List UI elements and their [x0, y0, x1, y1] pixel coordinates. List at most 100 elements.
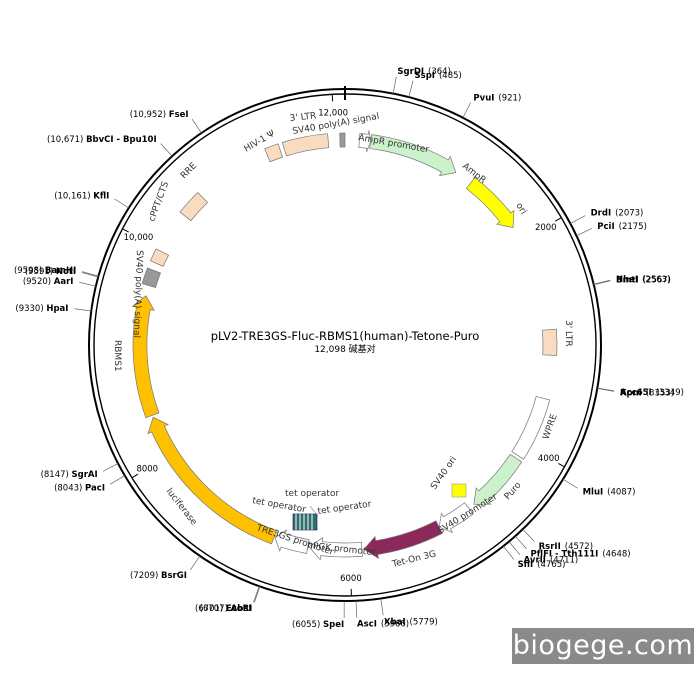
- site-label-2: PvuI(921): [473, 93, 521, 103]
- feature-tre3gs-promoter-9: [274, 529, 310, 554]
- site-label-16: (6055) SpeI: [292, 620, 344, 630]
- site-tick-22: [74, 308, 92, 312]
- site-tick-14: [380, 598, 384, 616]
- label-tet-op-2: tet operator: [251, 496, 306, 515]
- site-tick-7: [597, 387, 615, 392]
- feature-ampr-promoter-0: [358, 130, 371, 153]
- site-label-21: (8147) SgrAI: [41, 470, 98, 480]
- site-label-18: (6701) EcoRI: [195, 604, 252, 614]
- label-ori: ori: [513, 201, 528, 216]
- site-label-28: (10,952) FseI: [130, 110, 189, 120]
- site-tick-21: [102, 463, 119, 472]
- site-label-3: DrdI(2073): [591, 209, 644, 219]
- feature-luciferase-10: [147, 416, 277, 545]
- site-label-6: BmtI(2567): [616, 275, 671, 285]
- label-rbms1: RBMS1: [112, 340, 122, 372]
- label-tet-op-3: tet operator: [317, 499, 372, 516]
- site-layer: SgrDI(364)SspI(485)PvuI(921)DrdI(2073)Pc…: [14, 67, 684, 630]
- site-label-13: SfiI(4765): [518, 560, 566, 570]
- site-tick-27: [160, 143, 173, 157]
- feature-sv40-poly-a-signal-17: [339, 132, 346, 148]
- site-tick-6: [593, 280, 611, 286]
- feature-puro-5: [473, 453, 523, 505]
- feature-hiv-1--15: [264, 143, 283, 163]
- site-label-15: AscI(5966): [357, 620, 409, 630]
- tick-label-3: 8000: [136, 464, 158, 474]
- site-tick-20: [109, 475, 125, 485]
- site-label-19: (7209) BsrGI: [130, 571, 187, 581]
- feature-hpgk-promoter-8: [308, 537, 363, 561]
- watermark: biogege.com: [512, 628, 694, 664]
- label-ltr-top: 3' LTR: [289, 111, 316, 124]
- feature-ori-2: [465, 176, 515, 228]
- site-label-12: AvrII(4711): [524, 555, 579, 565]
- tick-label-2: 6000: [340, 574, 362, 584]
- site-tick-4: [576, 228, 593, 236]
- site-label-10: RsrII(4572): [539, 542, 593, 552]
- label-ltr-right: 3' LTR: [563, 320, 573, 347]
- site-label-20: (8043) PacI: [54, 483, 105, 493]
- sv40-ori-box: [451, 483, 467, 498]
- tick-label-0: 2000: [535, 223, 557, 233]
- label-tet-op-1: tet operator: [285, 489, 339, 499]
- site-tick-2: [462, 102, 471, 118]
- site-tick-17: [253, 586, 260, 603]
- site-tick-23: [79, 281, 96, 287]
- feature-layer: [131, 130, 558, 561]
- site-tick-12: [508, 541, 521, 555]
- feature-3-ltr-16: [281, 133, 330, 157]
- site-tick-26: [114, 198, 129, 209]
- site-tick-13: [503, 545, 515, 560]
- site-label-8: KpnI(3353): [620, 388, 674, 398]
- site-label-9: MluI(4087): [583, 487, 636, 497]
- tick-mark-4: [122, 228, 129, 233]
- tet-operator-block: [292, 513, 318, 531]
- feature-cppt-cts-13: [149, 248, 170, 267]
- tick-mark-1: [558, 462, 565, 468]
- site-label-0: SgrDI(364): [397, 67, 450, 77]
- site-tick-28: [191, 118, 202, 134]
- site-tick-18: [253, 586, 261, 603]
- site-tick-1: [408, 80, 414, 98]
- label-tet-on: Tet-On 3G: [390, 549, 437, 570]
- site-tick-5: [593, 279, 611, 285]
- site-label-17: (6707) AbsI: [200, 604, 252, 614]
- plasmid-size: 12,098 碱基对: [314, 343, 375, 355]
- site-tick-15: [355, 600, 358, 618]
- site-tick-9: [562, 478, 578, 489]
- site-label-24: (9591) NotI: [25, 267, 76, 277]
- tick-label-5: 12,000: [318, 108, 348, 118]
- site-tick-8: [597, 388, 615, 392]
- feature-rre-14: [179, 191, 208, 222]
- site-label-26: (10,161) KflI: [54, 192, 109, 202]
- feature-sv40-promoter-6: [438, 502, 474, 534]
- feature-sv40-poly-a-signal-12: [141, 267, 162, 289]
- tick-label-4: 10,000: [124, 233, 154, 243]
- site-label-22: (9330) HpaI: [15, 304, 68, 314]
- site-tick-11: [515, 535, 527, 550]
- feature-ampr-1: [369, 134, 457, 177]
- label-sv40-polya-left: SV40 poly(A) signal: [131, 250, 144, 338]
- feature-rbms1-11: [131, 295, 160, 419]
- feature-wpre-4: [511, 395, 551, 460]
- site-label-25: (9598) BamHI: [14, 266, 76, 276]
- site-label-1: SspI(485): [415, 71, 462, 81]
- tick-mark-3: [131, 473, 139, 479]
- site-label-23: (9520) AarI: [23, 277, 74, 287]
- site-tick-3: [570, 215, 586, 224]
- site-tick-0: [392, 76, 397, 94]
- plasmid-title: pLV2-TRE3GS-Fluc-RBMS1(human)-Tetone-Pur…: [211, 329, 480, 343]
- site-label-11: PflFI - Tth111I(4648): [531, 549, 631, 559]
- site-label-7: Acc65I(3349): [620, 388, 684, 398]
- label-sv40-promoter: SV40 promoter: [436, 492, 499, 537]
- tick-mark-0: [555, 217, 562, 222]
- tet-operator-leader: [309, 505, 319, 517]
- feature-tet-on-3g-7: [363, 520, 443, 560]
- feature-3-ltr-3: [542, 328, 558, 356]
- site-label-14: XbaI(5779): [384, 617, 438, 627]
- site-tick-19: [190, 555, 201, 571]
- site-label-5: NheI(2563): [616, 275, 670, 285]
- site-tick-25: [81, 271, 99, 277]
